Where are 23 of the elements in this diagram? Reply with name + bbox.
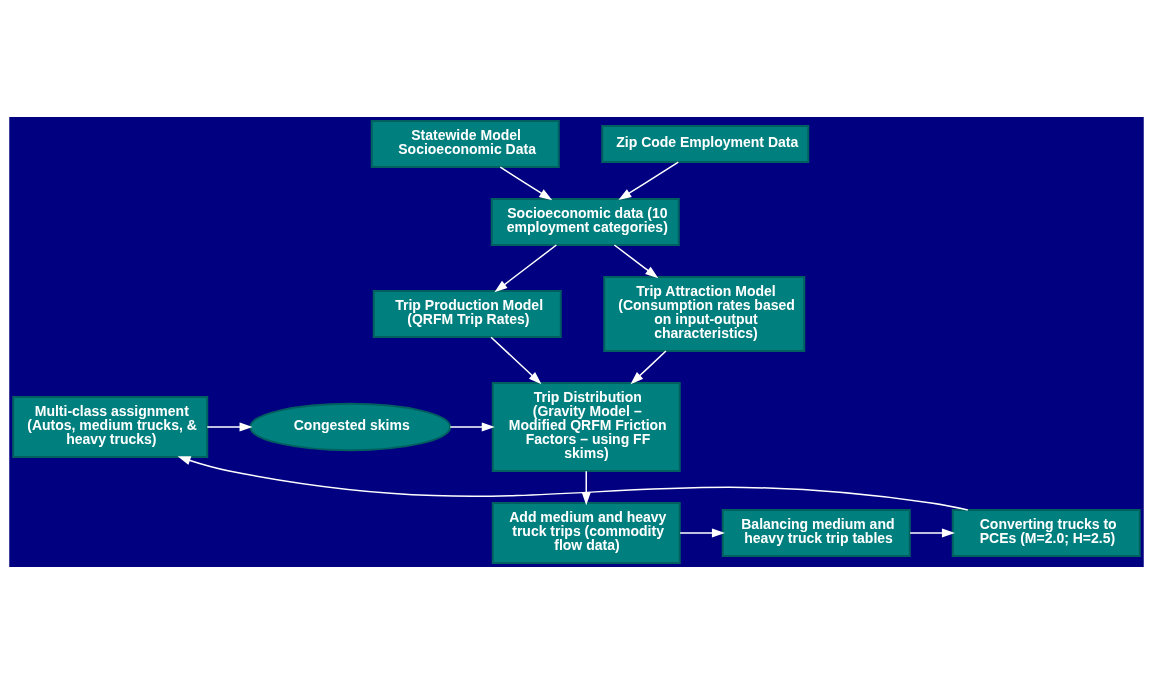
arrow bbox=[494, 243, 558, 292]
node-box: Zip Code Employment Data bbox=[601, 124, 810, 163]
arrow bbox=[581, 469, 591, 505]
node-box: Statewide Model Socioeconomic Data bbox=[370, 119, 560, 168]
arrow bbox=[206, 421, 253, 432]
arrow bbox=[679, 527, 725, 538]
node-box: Trip Attraction Model (Consumption rates based on input-output characteristics) bbox=[603, 275, 806, 352]
arrow bbox=[449, 421, 495, 432]
node-ellipse: Congested skims bbox=[249, 402, 452, 451]
node-box: Balancing medium and heavy truck trip tables bbox=[721, 508, 911, 557]
arrow bbox=[613, 243, 659, 278]
arrow bbox=[618, 160, 680, 200]
node-box: Multi-class assignment (Autos, medium trucks, & heavy trucks) bbox=[12, 395, 209, 458]
node-box: Socioeconomic data (10 employment categories) bbox=[490, 197, 680, 246]
node-box: Add medium and heavy truck trips (commodity flow data) bbox=[491, 501, 681, 564]
arrow bbox=[490, 335, 542, 384]
node-box: Trip Production Model (QRFM Trip Rates) bbox=[372, 289, 562, 338]
node-box: Converting trucks to PCEs (M=2.0; H=2.5) bbox=[951, 508, 1141, 557]
arrow bbox=[909, 527, 955, 538]
arrow bbox=[499, 165, 553, 200]
arrow bbox=[177, 455, 969, 511]
node-box: Trip Distribution (Gravity Model – Modified QRFM Friction Factors – using FF skims) bbox=[491, 381, 681, 472]
arrow bbox=[630, 349, 667, 384]
